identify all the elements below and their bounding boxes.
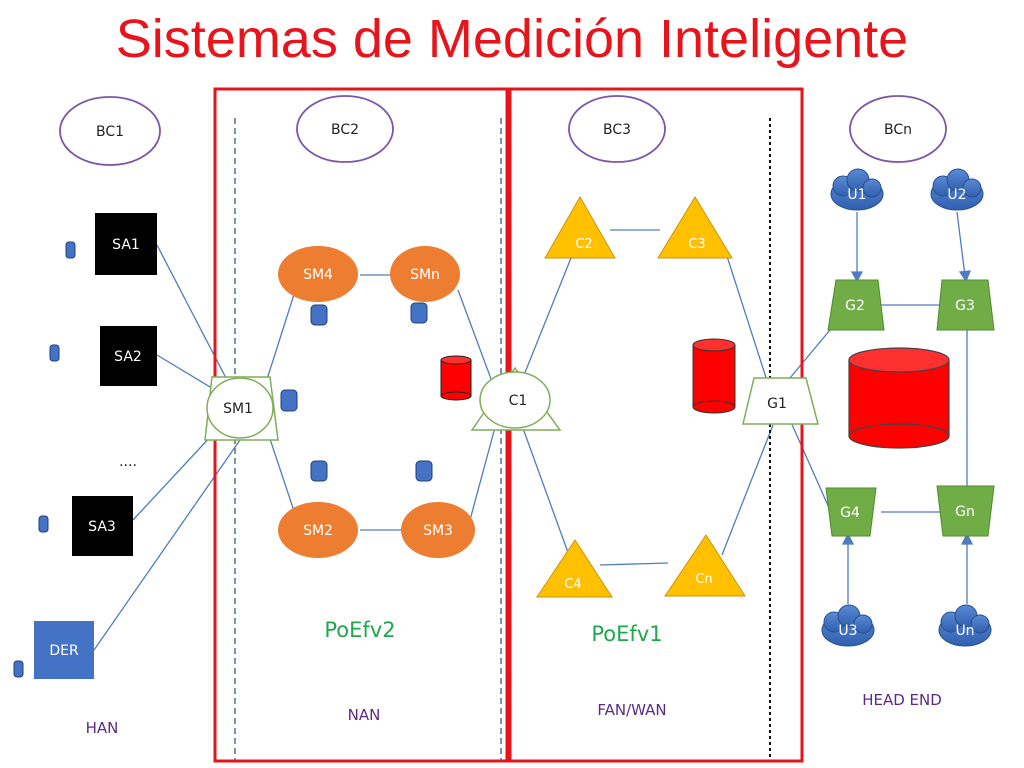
sm1-node <box>204 376 279 441</box>
gateway-label-g4: G4 <box>840 505 860 521</box>
gateway-label-g1: G1 <box>767 396 787 412</box>
concentrator-c3 <box>657 196 733 259</box>
g1-node <box>742 377 819 425</box>
gateway-label-g3: G3 <box>955 298 975 314</box>
storage-icon <box>415 460 433 482</box>
zone-label-fan-wan: FAN/WAN <box>597 701 666 719</box>
concentrator-c4 <box>536 539 613 598</box>
gateway-label-g2: G2 <box>845 298 865 314</box>
gateway-g4 <box>825 487 877 537</box>
head-end-database-icon <box>848 347 950 449</box>
connector-lines <box>93 229 968 651</box>
meter-smn <box>390 246 460 302</box>
meter-label-sm1: SM1 <box>223 401 253 417</box>
storage-icon <box>280 389 298 412</box>
gateway-gn <box>936 485 995 537</box>
link-c1-c2 <box>519 247 576 386</box>
concentrator-label-c2: C2 <box>575 237 592 252</box>
head-end-gateways <box>825 279 995 537</box>
der-box <box>34 621 94 679</box>
appliance-sa1 <box>95 213 157 275</box>
meter-sm3 <box>401 502 475 558</box>
user-cloud-u3 <box>821 604 875 647</box>
concentrator-label-c1: C1 <box>509 393 528 409</box>
appliance-sa2 <box>100 326 157 386</box>
appliance-label-sa3: SA3 <box>88 519 116 535</box>
cluster-ellipses <box>59 95 947 166</box>
zone-label-head-end: HEAD END <box>862 691 942 709</box>
cluster-label-bcn: BCn <box>884 122 912 138</box>
meter-sm2 <box>278 502 358 558</box>
page-title: Sistemas de Medición Inteligente <box>115 9 909 69</box>
zone-label-nan: NAN <box>348 706 381 724</box>
storage-icon <box>310 304 328 326</box>
cluster-bc2 <box>296 95 394 163</box>
link-sm3-c1 <box>469 419 498 521</box>
c1-node <box>470 366 562 431</box>
cluster-label-bc1: BC1 <box>96 124 124 140</box>
cluster-bcn <box>849 95 947 163</box>
fan-concentrators <box>536 195 746 598</box>
user-label-un: Un <box>955 623 974 639</box>
appliance-label-sa2: SA2 <box>114 349 142 365</box>
gateway-g2 <box>827 279 885 331</box>
concentrator-cn <box>664 534 746 597</box>
user-cloud-un <box>938 604 992 647</box>
nan-database-icon <box>440 355 472 401</box>
link-c4-cn <box>599 562 669 566</box>
user-label-u1: U1 <box>847 187 866 203</box>
storage-icon <box>310 460 328 482</box>
appliance-label-sa1: SA1 <box>112 237 140 253</box>
user-label-u2: U2 <box>947 187 966 203</box>
gateway-label-gn: Gn <box>955 504 975 520</box>
poe-label-nan: PoEfv2 <box>324 618 395 642</box>
user-arrows <box>841 211 974 604</box>
cluster-bc3 <box>568 95 666 163</box>
han-ellipsis: .... <box>119 454 137 470</box>
small-meter-icon <box>38 515 49 533</box>
poe-label-fan: PoEfv1 <box>591 622 662 646</box>
link-cn-g1 <box>721 424 774 556</box>
concentrator-label-c4: C4 <box>564 577 581 592</box>
link-c3-g1 <box>724 249 771 391</box>
link-smn-c1 <box>457 289 498 396</box>
meter-sm4 <box>278 246 358 302</box>
concentrator-c2 <box>544 195 616 259</box>
storage-icon <box>410 302 428 324</box>
user-cloud-u1 <box>830 168 884 211</box>
link-c1-c4 <box>519 419 571 559</box>
meter-label-smn: SMn <box>410 267 440 283</box>
concentrator-label-c3: C3 <box>688 237 705 252</box>
cluster-bc1 <box>59 96 161 166</box>
han-appliances <box>34 213 157 679</box>
zone-label-han: HAN <box>86 719 119 737</box>
nan-storage <box>280 302 433 482</box>
cluster-label-bc3: BC3 <box>603 122 631 138</box>
nan-smart-meters <box>278 246 475 558</box>
gateway-g3 <box>936 279 995 331</box>
cluster-label-bc2: BC2 <box>331 122 359 138</box>
meter-label-sm4: SM4 <box>303 267 333 283</box>
small-meter-icon <box>13 660 24 678</box>
small-meter-icon <box>49 344 60 362</box>
han-small-meters <box>13 241 76 678</box>
appliance-sa3 <box>72 496 133 556</box>
user-cloud-u2 <box>930 168 984 211</box>
fan-database-icon <box>692 338 736 414</box>
small-meter-icon <box>65 241 76 259</box>
meter-label-sm3: SM3 <box>423 523 453 539</box>
user-clouds <box>821 168 992 647</box>
user-label-u3: U3 <box>838 623 857 639</box>
concentrator-label-cn: Cn <box>695 572 712 587</box>
meter-label-sm2: SM2 <box>303 523 333 539</box>
link-g1-g4 <box>789 419 831 511</box>
der-label: DER <box>49 643 79 659</box>
